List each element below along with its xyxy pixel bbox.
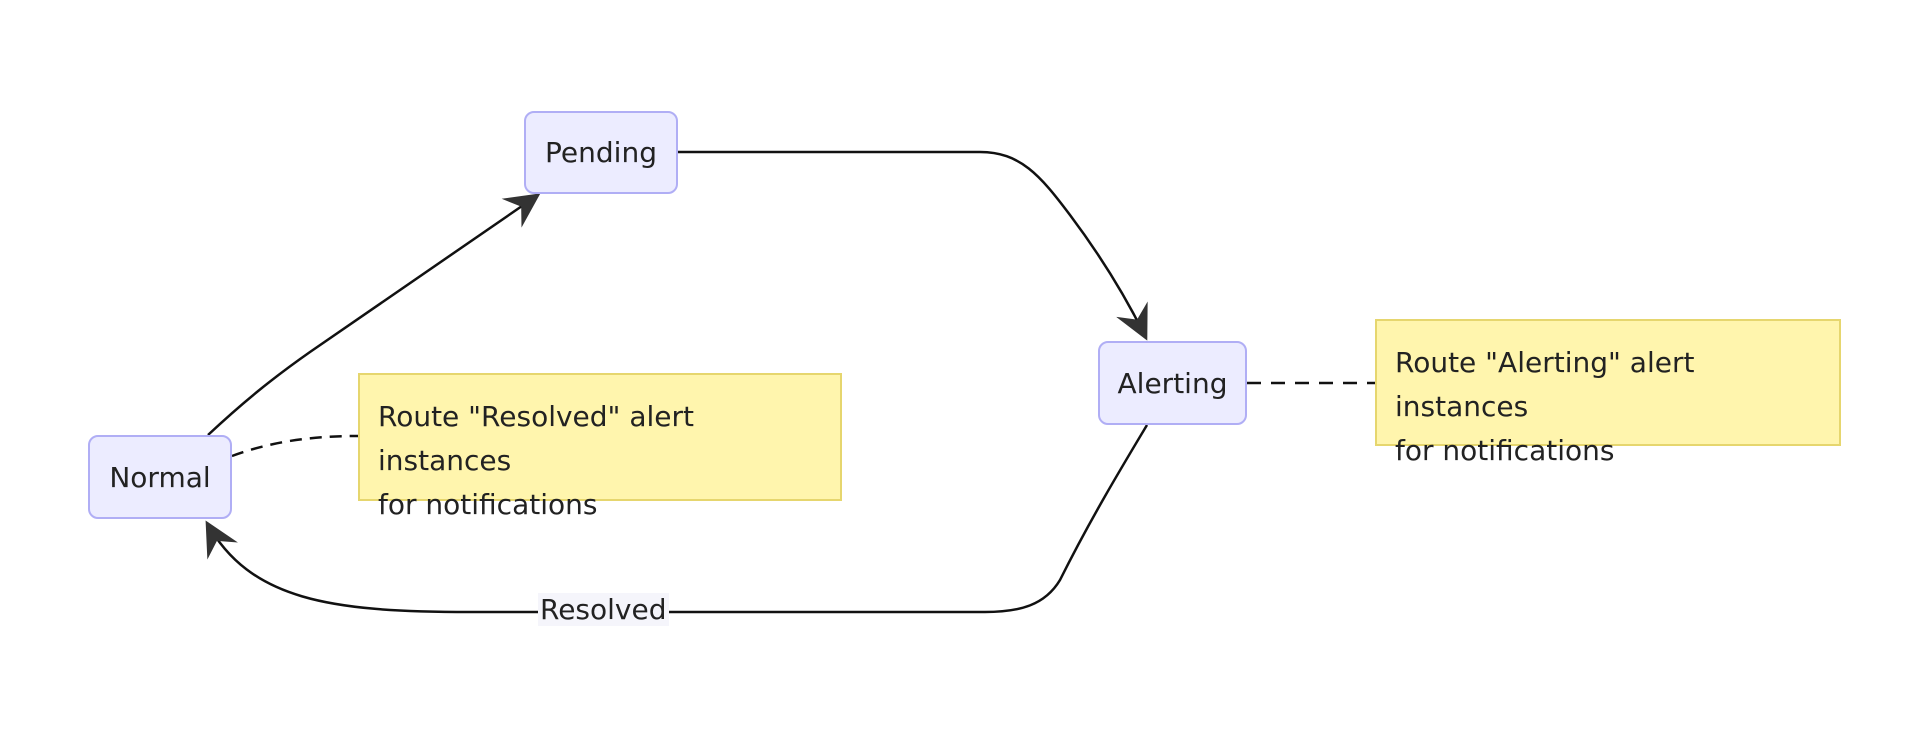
edge-label-resolved: Resolved: [538, 593, 669, 626]
state-alerting[interactable]: Alerting: [1098, 341, 1247, 425]
note-connector-resolved: [231, 434, 359, 458]
edge-normal-to-pending: [207, 193, 541, 436]
note-resolved: Route "Resolved" alert instances for not…: [358, 373, 842, 521]
note-alerting-line1: Route "Alerting" alert instances: [1395, 346, 1695, 423]
state-normal-label: Normal: [109, 460, 211, 494]
note-resolved-line2: for notifications: [378, 488, 598, 521]
edge-alerting-to-normal: [205, 424, 1149, 614]
note-alerting: Route "Alerting" alert instances for not…: [1375, 319, 1841, 467]
state-alerting-label: Alerting: [1117, 366, 1228, 400]
state-normal[interactable]: Normal: [88, 435, 232, 519]
note-resolved-line1: Route "Resolved" alert instances: [378, 400, 694, 477]
state-pending-label: Pending: [545, 136, 657, 169]
edge-pending-to-alerting: [678, 150, 1148, 341]
note-alerting-line2: for notifications: [1395, 434, 1615, 467]
state-pending[interactable]: Pending: [524, 111, 678, 194]
